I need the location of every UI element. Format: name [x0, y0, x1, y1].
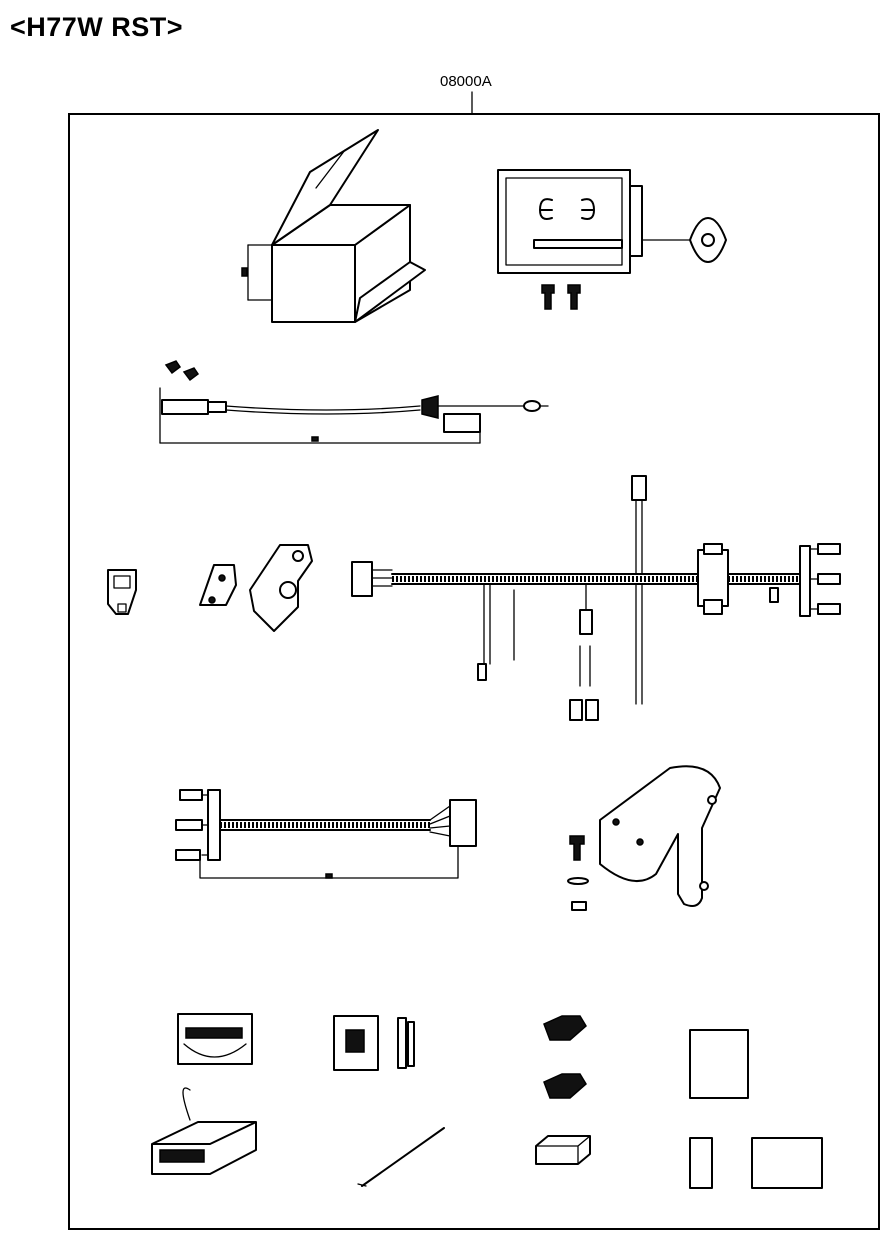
cable-tie-clip-illustration — [544, 1016, 586, 1098]
warranty-card-illustration — [752, 1138, 822, 1188]
connector-harness-illustration — [176, 790, 476, 878]
label-card-illustration — [690, 1138, 712, 1188]
foam-pad-illustration — [536, 1136, 590, 1164]
kit-frame — [69, 114, 879, 1229]
small-bracket-illustration — [108, 570, 136, 614]
carton-box-illustration — [242, 130, 425, 322]
clip-connector-illustration — [178, 1014, 252, 1064]
angled-bracket-illustration — [200, 565, 236, 605]
control-unit-illustration — [152, 1088, 256, 1174]
antenna-cable-illustration — [160, 361, 548, 443]
mounting-bracket-illustration — [250, 545, 312, 631]
instruction-sheet-illustration — [690, 1030, 748, 1098]
page-title: <H77W RST> — [10, 12, 184, 42]
main-wiring-harness-illustration — [352, 476, 840, 720]
cable-tie-illustration — [358, 1128, 444, 1186]
kit-part-number-label: 08000A — [440, 73, 492, 90]
mounting-clip-illustration — [334, 1016, 414, 1070]
large-bracket-illustration — [600, 766, 720, 906]
mounting-plate-illustration — [498, 170, 726, 309]
bolt-washer-nut-illustration — [568, 836, 588, 910]
